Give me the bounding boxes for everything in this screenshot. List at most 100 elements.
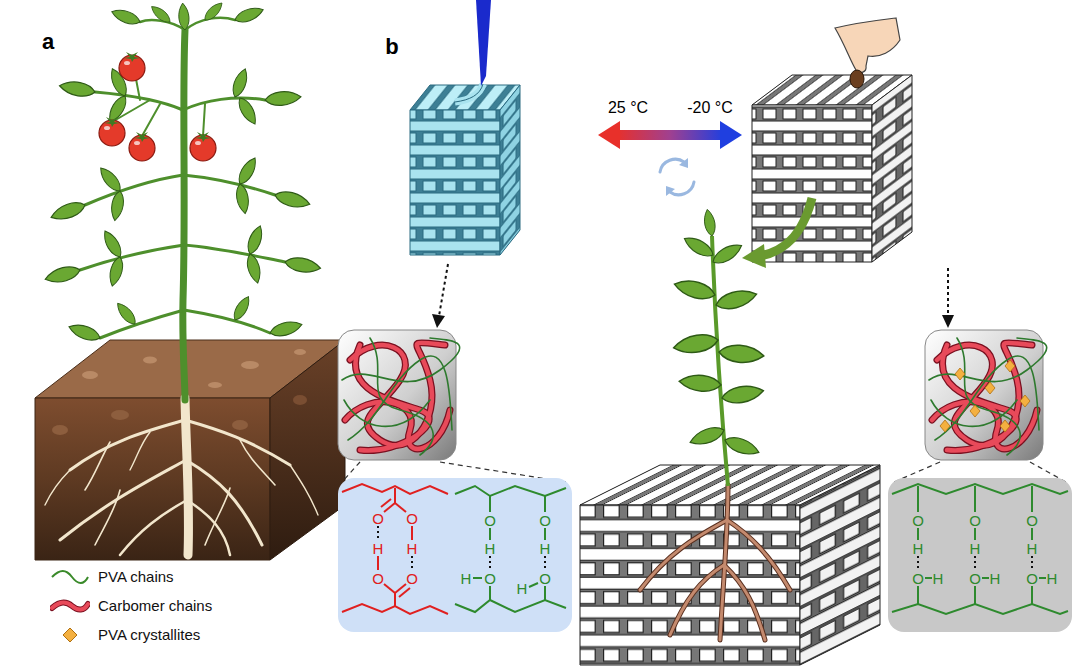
network-box <box>929 338 1047 382</box>
legend-line <box>52 571 88 583</box>
pva-crystallite-structure <box>1031 486 1033 512</box>
tomato-plant <box>268 318 303 339</box>
pva-crystallite-structure <box>974 586 976 604</box>
tomato-plant <box>264 90 301 107</box>
network-box <box>937 343 1032 446</box>
hydrogen-bond-structure <box>378 526 545 571</box>
tomato-plant <box>49 199 87 224</box>
soil-block <box>270 340 345 560</box>
network-box <box>937 343 1032 446</box>
printed-scaffold <box>410 0 520 255</box>
network-box <box>955 368 965 380</box>
hydrogen-bond-structure <box>411 526 413 540</box>
tomato-plant <box>124 52 140 62</box>
tomato-plant <box>104 61 201 145</box>
tomato-plant <box>114 300 139 327</box>
zoom-arrow <box>432 314 445 328</box>
pva-crystallite-structure <box>974 486 976 512</box>
soil-block <box>208 382 222 388</box>
network-box <box>348 356 452 440</box>
seedling <box>723 434 761 459</box>
printed-scaffold <box>455 84 483 102</box>
tomato-plant <box>104 52 211 142</box>
panel-letter: b <box>385 36 398 58</box>
printed-scaffold <box>410 110 500 255</box>
tomato-plant <box>195 141 201 145</box>
seedling <box>672 209 765 486</box>
seedling <box>718 344 764 365</box>
hydrogen-bond-structure <box>377 556 379 570</box>
network-box <box>940 360 1030 432</box>
tomato-roots <box>290 465 318 515</box>
cycle-icon <box>670 182 694 195</box>
atom-label: O <box>912 571 924 586</box>
tomato-roots <box>205 488 230 545</box>
hydrogen-bond-structure <box>399 588 410 597</box>
atom-label: O <box>1026 513 1038 528</box>
hand-with-seed <box>835 18 900 88</box>
tomato-plant <box>203 104 205 136</box>
network-box <box>345 343 450 451</box>
atom-label: H <box>461 571 472 586</box>
network-box <box>970 405 980 417</box>
atom-label: H <box>913 541 924 556</box>
hydrogen-bond-structure <box>544 586 546 600</box>
seedling-roots <box>640 485 790 640</box>
network-box <box>342 338 460 382</box>
soil-block <box>111 410 129 420</box>
tomato-plant <box>149 3 173 25</box>
atom-label: O <box>484 513 496 528</box>
hydrogen-bond-structure <box>455 600 566 612</box>
soil-block <box>232 420 248 430</box>
tomato-plant <box>80 245 184 270</box>
tomato-plant <box>134 141 140 145</box>
atom-label: O <box>539 571 551 586</box>
scaffold-block <box>800 465 880 665</box>
tomato-plant <box>140 20 185 30</box>
pva-crystallite-structure <box>888 478 1072 632</box>
seedling-roots <box>640 485 790 640</box>
tomato-plant <box>107 256 126 288</box>
seedling-roots <box>720 485 728 640</box>
atom-label: H <box>1027 541 1038 556</box>
network-box <box>932 343 1037 451</box>
tomato-plant <box>99 55 216 161</box>
atom-label: H <box>373 541 384 556</box>
network-box <box>342 338 460 455</box>
atom-label: H <box>485 541 496 556</box>
seedling-roots <box>724 565 765 640</box>
cycle-icon <box>666 186 675 196</box>
hydrogen-bond-structure <box>381 499 391 507</box>
temperature-label: -20 °C <box>687 100 733 116</box>
atom-label: O <box>372 511 384 526</box>
atom-label: H <box>970 541 981 556</box>
pva-crystallite-structure <box>917 528 919 540</box>
network-box <box>925 330 1047 460</box>
tomato-roots <box>45 398 318 555</box>
seedling <box>672 277 717 303</box>
tomato-plant <box>96 164 124 194</box>
tomato-roots <box>45 470 70 505</box>
pva-crystallite-structure <box>1031 556 1033 571</box>
seedling-roots <box>640 485 790 640</box>
legend-line <box>50 569 90 585</box>
seedling <box>712 236 728 486</box>
seedling-roots <box>640 520 727 590</box>
soil-block <box>35 340 345 560</box>
scaffold-block <box>580 505 800 665</box>
printed-scaffold <box>410 110 500 255</box>
hydrogen-bond-structure <box>394 593 396 606</box>
tomato-roots <box>186 460 262 545</box>
atom-label: H <box>990 571 1001 586</box>
soil-block <box>294 349 306 355</box>
tomato-plant <box>43 263 81 285</box>
pva-crystallite-structure <box>917 486 919 512</box>
tomato-plant <box>233 4 265 25</box>
pva-crystallite-structure <box>982 577 989 579</box>
network-box <box>350 343 445 446</box>
pva-crystallite-structure <box>892 484 1068 614</box>
network-box <box>925 330 1043 460</box>
hydrogen-bond-structure <box>473 577 482 579</box>
zoom-arrow <box>947 268 949 316</box>
